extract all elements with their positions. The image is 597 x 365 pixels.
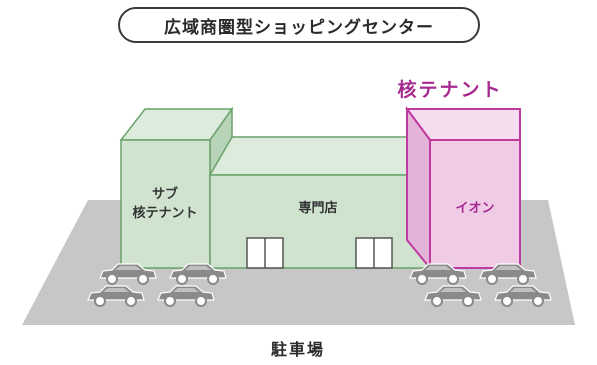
specialty-store-building: 専門店: [208, 136, 430, 269]
core-tenant-label: イオン: [455, 201, 494, 216]
sub-core-label-line1: サブ: [152, 186, 178, 202]
parking-label: 駐車場: [271, 340, 325, 359]
door-icon: [355, 237, 393, 269]
title-pill: 広域商圏型ショッピングセンター: [118, 7, 480, 43]
core-tenant-heading: 核テナント: [397, 78, 502, 101]
door-icon: [246, 237, 284, 269]
sub-core-tenant-building: サブ 核テナント: [119, 106, 234, 269]
specialty-store-label: 専門店: [298, 200, 337, 216]
sub-core-label-line2: 核テナント: [132, 205, 197, 221]
core-tenant-building: イオン: [405, 105, 521, 271]
